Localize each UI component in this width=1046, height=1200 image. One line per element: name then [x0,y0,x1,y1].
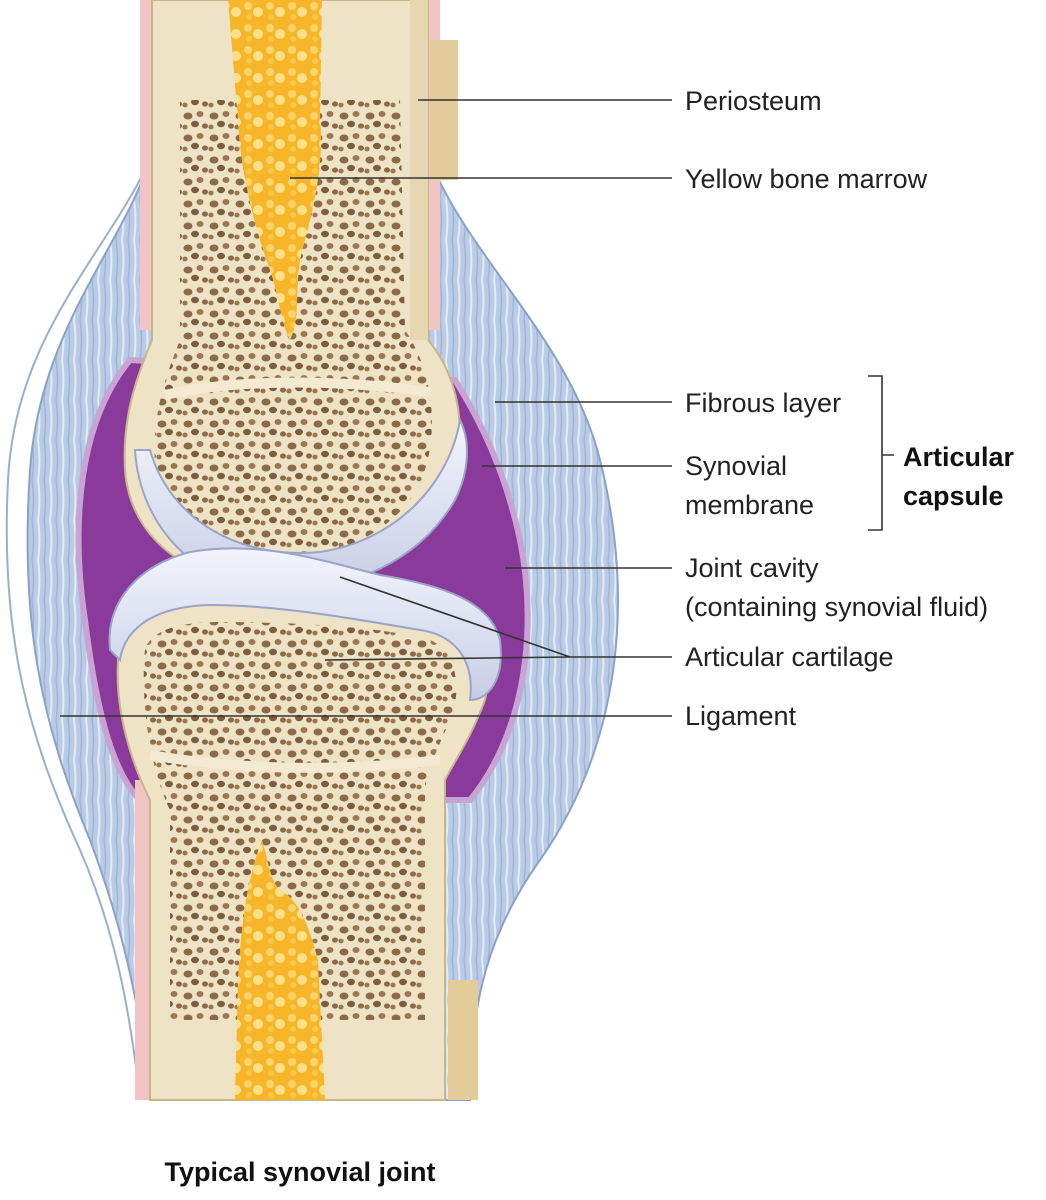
label-synovial-membrane-line1: Synovial [685,451,788,481]
leader-cartilage-upper [339,576,571,658]
lower-yellow-marrow [235,840,325,1100]
synovial-membrane [75,356,531,803]
label-ligament: Ligament [685,701,797,731]
label-joint-cavity-line2: (containing synovial fluid) [685,592,989,622]
capsule-bracket [868,375,894,531]
label-capsule-line2: capsule [903,481,1004,511]
lower-cortex-right-tan [448,980,478,1100]
ligament-outline [5,169,146,1101]
upper-cortex-right-tan [430,40,458,180]
label-periosteum: Periosteum [685,86,822,116]
label-synovial-membrane-line2: membrane [685,490,815,520]
lower-articular-cartilage [108,547,502,702]
upper-cortex-right [410,0,428,340]
lower-spongy-bone [143,622,457,1020]
leader-lines [60,99,672,717]
label-articular-cartilage: Articular cartilage [685,642,894,672]
label-yellow-marrow: Yellow bone marrow [685,164,928,194]
label-joint-cavity-line1: Joint cavity [685,553,819,583]
upper-epiphyseal-line [163,377,431,400]
diagram-caption: Typical synovial joint [164,1157,436,1187]
label-capsule-line1: Articular [903,442,1015,472]
lower-epiphyseal-line [149,750,441,773]
label-fibrous-layer: Fibrous layer [685,388,842,418]
leader-cartilage-lower [324,656,571,661]
upper-yellow-marrow [228,0,322,340]
